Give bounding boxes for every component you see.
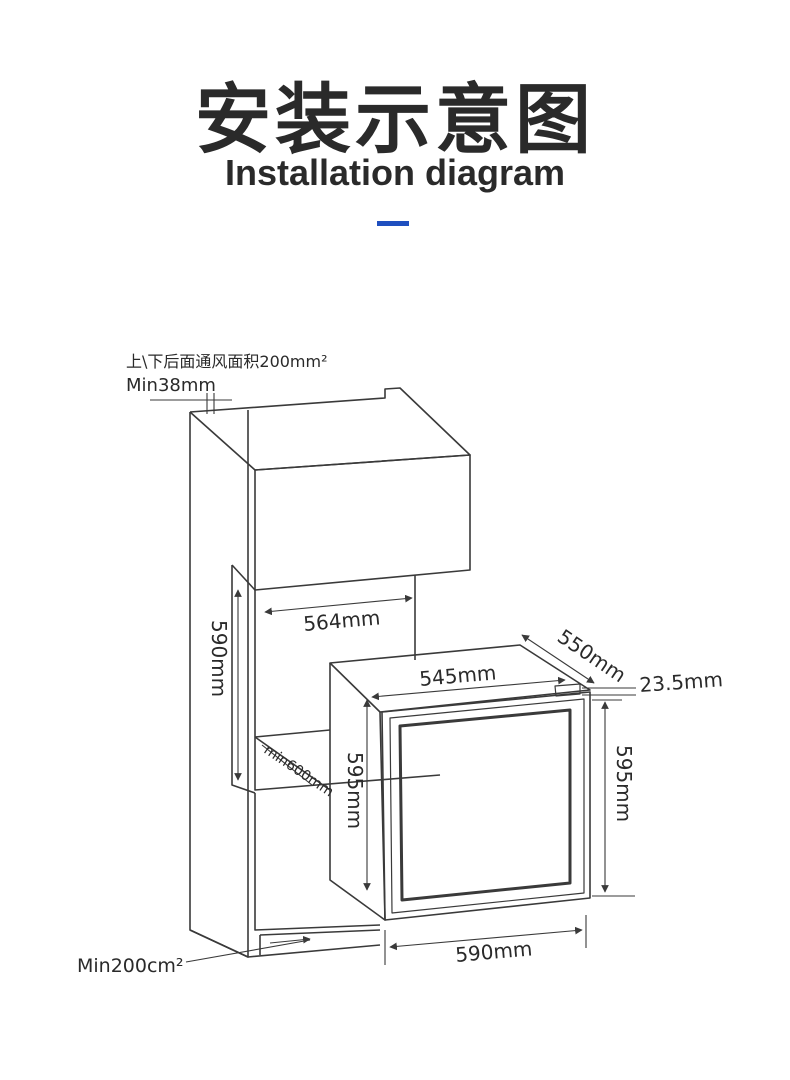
dimension-labels: 上\下后面通风面积200mm² Min38mm 590mm 564mm 545m… <box>77 352 724 977</box>
page-title: 安装示意图 <box>195 75 595 164</box>
cabinet-depth-label: min600mm <box>261 742 337 800</box>
unit-height-side-label: 595mm <box>343 752 367 829</box>
base-width-label: 590mm <box>454 936 533 967</box>
vent-area-label: 上\下后面通风面积200mm² <box>126 352 328 371</box>
unit-depth-label: 550mm <box>553 624 630 687</box>
cabinet-height-label: 590mm <box>207 620 231 697</box>
top-gap-label: Min38mm <box>126 375 216 396</box>
dimension-lines <box>150 393 636 965</box>
cabinet-outline <box>189 387 471 958</box>
unit-width-label: 545mm <box>418 660 497 691</box>
page-subtitle: Installation diagram <box>224 152 566 193</box>
unit-height-front-label: 595mm <box>612 745 636 822</box>
door-offset-label: 23.5mm <box>639 667 724 697</box>
accent-divider <box>377 221 409 226</box>
base-vent-label: Min200cm² <box>77 955 184 977</box>
cabinet-width-label: 564mm <box>302 605 381 636</box>
